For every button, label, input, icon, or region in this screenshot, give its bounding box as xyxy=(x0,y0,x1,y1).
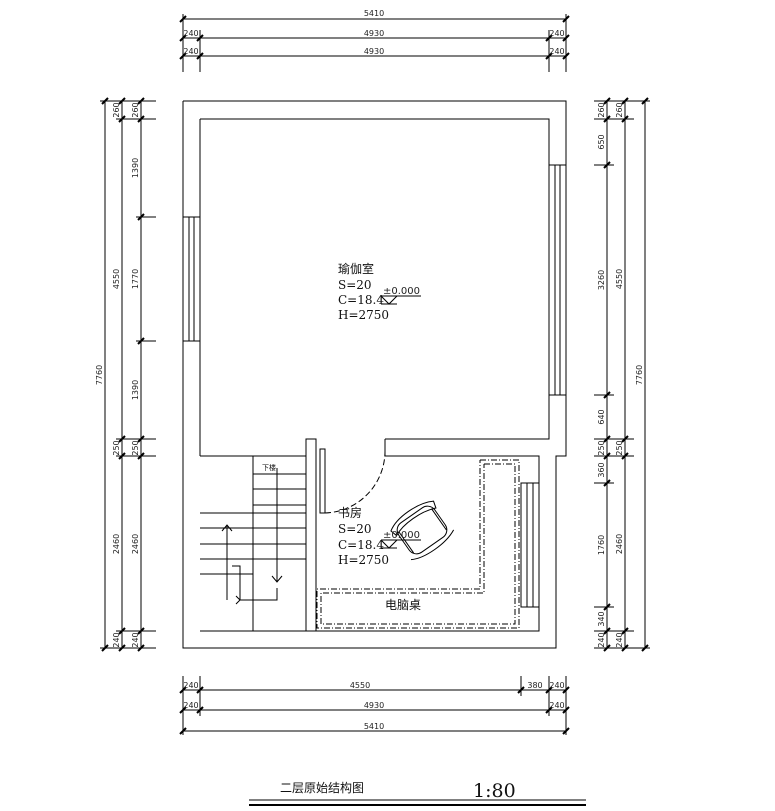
dim-left-o3: 250 xyxy=(112,440,121,455)
dim-right-i7: 240 xyxy=(597,632,606,647)
dim-left-i1: 1390 xyxy=(131,158,140,178)
dim-top-a2: 4930 xyxy=(364,29,384,38)
yoga-room-area: S=20 xyxy=(338,278,372,292)
computer-desk xyxy=(316,459,520,629)
left-dimensions xyxy=(100,97,156,652)
dim-left-i5: 240 xyxy=(131,632,140,647)
dim-right-o5: 240 xyxy=(615,632,624,647)
dim-left-o2: 4550 xyxy=(112,269,121,289)
stair-label: 下楼 xyxy=(262,463,276,472)
dim-top-total: 5410 xyxy=(364,9,384,18)
study-level-value: ±0.000 xyxy=(383,530,420,541)
dim-right-o2: 4550 xyxy=(615,269,624,289)
study-room-area: S=20 xyxy=(338,522,372,536)
top-dimensions xyxy=(179,14,570,72)
dim-left-i4: 2460 xyxy=(131,534,140,554)
dim-top-b2: 4930 xyxy=(364,47,384,56)
study-door xyxy=(319,448,386,514)
dim-right-i6: 340 xyxy=(597,611,606,626)
dim-right-i1: 650 xyxy=(597,134,606,149)
yoga-room-height: H=2750 xyxy=(338,308,389,322)
study-room-perimeter: C=18.4 xyxy=(338,538,384,552)
study-room-height: H=2750 xyxy=(338,553,389,567)
dim-bottom-b2: 4930 xyxy=(364,701,384,710)
dim-bottom-b3: 240 xyxy=(549,701,564,710)
dim-bottom-a2: 4550 xyxy=(350,681,370,690)
dim-bottom-total: 5410 xyxy=(364,722,384,731)
dim-right-i4: 360 xyxy=(597,462,606,477)
dim-right-i3: 640 xyxy=(597,409,606,424)
dim-left-o5: 240 xyxy=(112,632,121,647)
drawing-scale: 1:80 xyxy=(473,780,516,802)
right-dimensions xyxy=(594,97,650,652)
dim-right-i9: 250 xyxy=(597,440,606,455)
drawing-title: 二层原始结构图 xyxy=(280,780,364,795)
yoga-room-name: 瑜伽室 xyxy=(338,261,374,276)
dim-left-i3: 1390 xyxy=(131,380,140,400)
dim-right-o3: 250 xyxy=(615,440,624,455)
dim-bottom-b1: 240 xyxy=(183,701,198,710)
study-room-name: 书房 xyxy=(338,505,362,520)
dim-bottom-a4: 240 xyxy=(549,681,564,690)
yoga-level-marker-icon xyxy=(380,295,421,305)
yoga-room-perimeter: C=18.4 xyxy=(338,293,384,307)
dim-right-total: 7760 xyxy=(635,365,644,385)
chair-icon xyxy=(390,500,455,561)
desk-label: 电脑桌 xyxy=(385,598,421,612)
dim-left-o1: 260 xyxy=(112,102,121,117)
dim-left-i7: 250 xyxy=(131,440,140,455)
dim-left-total: 7760 xyxy=(95,365,104,385)
dim-bottom-a1: 240 xyxy=(183,681,198,690)
yoga-level-value: ±0.000 xyxy=(383,286,420,297)
dim-right-o4: 2460 xyxy=(615,534,624,554)
dim-top-b1: 240 xyxy=(183,47,198,56)
study-level-marker-icon xyxy=(380,539,421,549)
dim-right-o1: 260 xyxy=(615,102,624,117)
dim-right-i2: 3260 xyxy=(597,270,606,290)
dim-top-a3: 240 xyxy=(549,29,564,38)
bottom-dimensions xyxy=(179,676,570,735)
dim-right-i5: 1760 xyxy=(597,535,606,555)
dim-top-a1: 240 xyxy=(183,29,198,38)
dim-top-b3: 240 xyxy=(549,47,564,56)
staircase xyxy=(200,456,306,631)
dim-left-i6: 260 xyxy=(131,102,140,117)
dim-bottom-a3: 380 xyxy=(527,681,542,690)
dim-right-i8: 260 xyxy=(597,102,606,117)
dim-left-i2: 1770 xyxy=(131,269,140,289)
dim-left-o4: 2460 xyxy=(112,534,121,554)
